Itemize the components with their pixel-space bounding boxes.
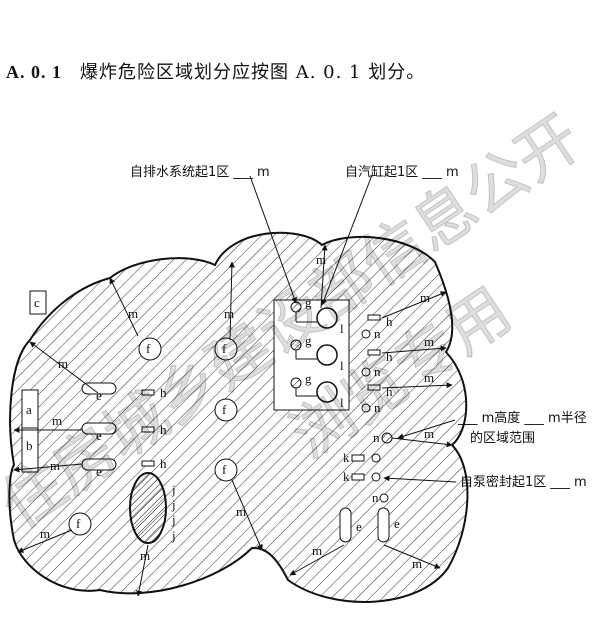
equipment-n-label-1: n	[374, 326, 381, 341]
equipment-e-label-5: e	[394, 516, 400, 531]
equipment-l-label-1: l	[340, 321, 344, 336]
callout-cylinder: 自汽缸起1区 ___ m	[345, 164, 459, 180]
dim-label-4: m	[50, 458, 60, 473]
dim-label-14: m	[312, 543, 322, 558]
equipment-h-label-5: h	[386, 349, 393, 364]
equipment-f-label-5: f	[76, 516, 81, 531]
equipment-g-label-1: g	[305, 295, 312, 310]
dim-label-5: m	[40, 526, 50, 541]
equipment-j-label-3: j	[171, 512, 176, 527]
section-number: A. 0. 1	[6, 62, 62, 82]
dim-label-12: m	[424, 370, 434, 385]
equipment-n-label-2: n	[374, 364, 381, 379]
equipment-j-tank	[129, 472, 167, 544]
cylinder-group	[290, 301, 338, 403]
callout-pump: 自泵密封起1区 ___ m	[460, 474, 587, 490]
equipment-j-label-1: j	[171, 482, 176, 497]
equipment-b-box	[21, 427, 39, 473]
equipment-a-label: a	[26, 402, 32, 417]
equipment-l-label-3: l	[340, 395, 344, 410]
equipment-h-label-2: h	[160, 422, 167, 437]
dimension-labels: m m m m m m m m m m m m m m m	[40, 252, 434, 571]
dim-label-15: m	[412, 556, 422, 571]
equipment-g-label-3: g	[305, 371, 312, 386]
equipment-n-label-3: n	[374, 400, 381, 415]
dim-label-8: m	[140, 548, 150, 563]
equipment-f-group	[68, 337, 238, 536]
dimension-arrows	[13, 244, 453, 597]
equipment-h-left	[141, 389, 155, 467]
hazard-zone-boundary	[8, 231, 469, 603]
hatched-n-circle	[381, 432, 393, 444]
equipment-f-label-4: f	[222, 462, 227, 477]
equipment-h-label-3: h	[160, 456, 167, 471]
section-heading: A. 0. 1 爆炸危险区域划分应按图 A. 0. 1 划分。	[6, 58, 425, 84]
equipment-j-label-2: j	[171, 497, 176, 512]
callout-height: ___ m高度 ___ m半径	[457, 410, 587, 426]
dim-label-3: m	[52, 413, 62, 428]
equipment-e-label-3: e	[96, 464, 102, 479]
dim-label-6: m	[224, 306, 234, 321]
equipment-f-label-3: f	[222, 402, 227, 417]
equipment-k-label-1: k	[343, 450, 350, 465]
equipment-g-label-2: g	[305, 333, 312, 348]
dim-label-11: m	[424, 334, 434, 349]
equipment-k-group	[351, 453, 381, 482]
equipment-e-label-1: e	[96, 388, 102, 403]
equipment-l-label-2: l	[340, 358, 344, 373]
equipment-c-label: c	[34, 295, 40, 310]
dim-label-7: m	[236, 504, 246, 519]
dim-label-2: m	[58, 356, 68, 371]
equipment-b-label: b	[26, 438, 33, 453]
equipment-k-label-2: k	[343, 469, 350, 484]
equipment-e-label-4: e	[356, 519, 362, 534]
callout-drain: 自排水系统起1区 ___ m	[130, 165, 270, 180]
equipment-h-right	[367, 314, 381, 391]
equipment-n-label-4: n	[373, 430, 380, 445]
dim-label-13: m	[424, 426, 434, 441]
equipment-n-label-5: n	[372, 490, 379, 505]
dim-label-9: m	[316, 252, 326, 267]
equipment-h-label-1: h	[160, 385, 167, 400]
equipment-e-label-2: e	[96, 428, 102, 443]
equipment-j-label-4: j	[171, 528, 176, 543]
equipment-e-group	[81, 382, 390, 543]
section-text: 爆炸危险区域划分应按图 A. 0. 1 划分。	[80, 62, 426, 83]
equipment-h-label-4: h	[386, 314, 393, 329]
callout-height-2: 的区域范围	[470, 430, 535, 446]
equipment-c-box	[29, 290, 47, 315]
dim-label-1: m	[128, 306, 138, 321]
dim-label-10: m	[420, 290, 430, 305]
callout-lines	[249, 174, 457, 483]
equipment-f-label-1: f	[146, 341, 151, 356]
equipment-f-label-2: f	[222, 341, 227, 356]
equipment-n-group	[361, 329, 389, 503]
equipment-h-label-6: h	[386, 384, 393, 399]
